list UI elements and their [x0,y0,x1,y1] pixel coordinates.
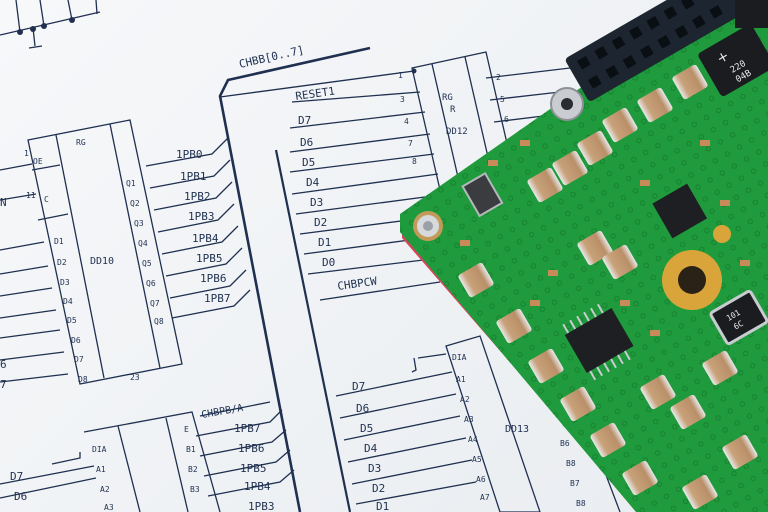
pin-label: B2 [188,465,198,474]
net-label: 1PB3 [188,210,215,223]
net-label: 1PB2 [184,190,211,203]
pin-number: 1 [398,71,403,80]
net-label: D1 [318,236,331,249]
net-label: 1PB6 [238,442,265,455]
net-label: 1PB7 [204,292,231,305]
pin-label: D2 [57,258,67,267]
chip-name: DD13 [505,424,529,435]
chip-name: DD12 [446,127,468,137]
net-label: D6 [14,490,27,503]
net-label: D7 [10,470,23,483]
chip-header: RG [76,138,86,147]
pin-label: B8 [566,459,576,468]
pin-label: Q3 [134,219,144,228]
pin-number: 11 [26,191,36,200]
net-label: 6 [0,358,7,371]
pin-label: B1 [186,445,196,454]
net-label: D4 [364,442,378,455]
pin-label: D1 [54,237,64,246]
pin-label: A1 [96,465,106,474]
pin-label: Q5 [142,259,152,268]
pin-label: B7 [570,479,580,488]
pin-number: 7 [408,139,413,148]
pin-number: 23 [130,373,140,382]
net-label: 1PB3 [248,500,275,512]
pin-label: Q7 [150,299,160,308]
chip-header: RG [442,93,453,103]
pin-label: Q4 [138,239,148,248]
net-label: 1PB5 [196,252,223,265]
net-label: D3 [368,462,381,475]
net-label: 1PB0 [176,148,203,161]
bus-label-chbpcw: CHBPCW [337,275,379,293]
pin-label: A6 [476,475,486,484]
net-label: D2 [372,482,385,495]
net-label: D2 [314,216,327,229]
pin-label: B8 [576,499,586,508]
net-label: 1PB6 [200,272,227,285]
smd-capacitors [458,64,758,510]
tantalum-capacitor-101: 101 6C [709,290,768,345]
pin-label: DIA [92,445,107,454]
pin-label: D8 [78,375,88,384]
net-label: D4 [306,176,320,189]
pin-label: A2 [460,395,470,404]
pin-label: C [44,195,49,204]
pin-number: 1 [24,149,29,158]
pin-label: Q2 [130,199,140,208]
pin-label: D4 [63,297,73,306]
net-label: 1PB7 [234,422,261,435]
pin-label: A5 [472,455,482,464]
pin-label: E [184,425,189,434]
pin-label: B3 [190,485,200,494]
pin-label: DIA [452,353,467,362]
pin-label: A4 [468,435,478,444]
pin-label: A3 [464,415,474,424]
pin-label: A2 [100,485,110,494]
net-label: 1PB1 [180,170,207,183]
pin-label: D7 [74,355,84,364]
pin-label: Q8 [154,317,164,326]
pin-label: A1 [456,375,466,384]
net-label: D0 [322,256,335,269]
pin-label: Q6 [146,279,156,288]
net-label: D5 [302,156,315,169]
pin-label: A7 [480,493,490,502]
net-label: 1PB4 [192,232,219,245]
net-label: D7 [352,380,365,393]
pin-label: Q1 [126,179,136,188]
pin-number: 2 [496,73,501,82]
pin-label: B6 [560,439,570,448]
pin-label: D5 [67,316,77,325]
pin-number: 6 [504,115,509,124]
pin-label: D3 [60,278,70,287]
component-marking: 6C [732,319,745,332]
chip-name: DD10 [90,256,114,267]
net-label: N [0,196,7,209]
net-label: D6 [300,136,313,149]
pin-number: 5 [500,95,505,104]
net-label: D5 [360,422,373,435]
net-label: 1PB5 [240,462,267,475]
pin-label: A3 [104,503,114,512]
net-label: D1 [376,500,389,512]
net-label: D6 [356,402,369,415]
net-label: D7 [298,114,311,127]
pin-label: D6 [71,336,81,345]
tantalum-capacitor-220: + 220 04B [698,24,768,97]
pin-header [565,0,744,101]
pin-label: R [450,105,456,115]
pin-label: OE [33,157,43,166]
pin-number: 8 [412,157,417,166]
net-label: 7 [0,378,7,391]
reset-label: RESET1 [295,85,336,103]
net-label: D3 [310,196,323,209]
net-label: 1PB4 [244,480,271,493]
pin-number: 3 [400,95,405,104]
pin-number: 4 [404,117,409,126]
